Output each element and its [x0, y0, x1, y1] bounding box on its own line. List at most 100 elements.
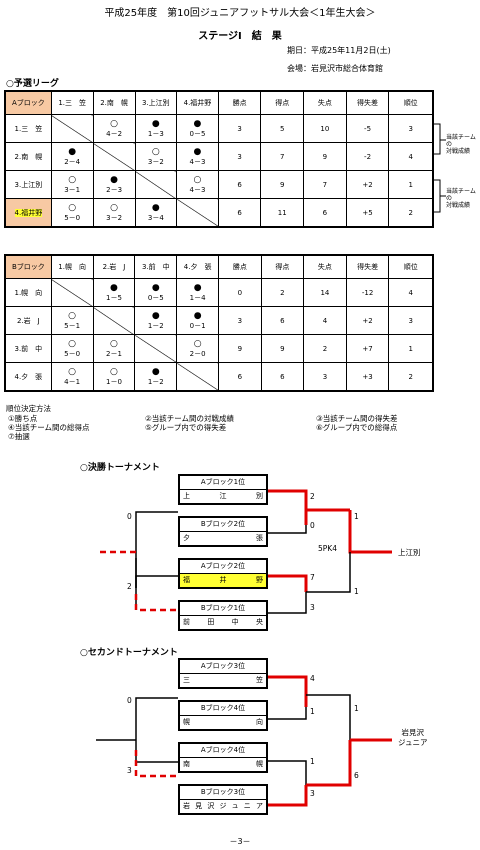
goal-diff-cell: +3 — [345, 362, 390, 392]
match-result-cell: ○4－2 — [92, 114, 136, 143]
goals-against-cell: 7 — [303, 170, 347, 199]
self-match-cell — [134, 170, 178, 199]
column-header: 4.福井野 — [176, 90, 219, 115]
team-cell: 2.南 幌 — [4, 142, 52, 171]
team-cell: 3.前 中 — [4, 334, 52, 363]
self-match-cell — [50, 114, 94, 143]
rule-3: ③当該チーム間の得失差 — [316, 414, 398, 423]
column-header: 3.前 中 — [134, 254, 178, 279]
match-result-cell: ●1－4 — [176, 278, 220, 307]
self-match-cell — [176, 198, 219, 228]
second-box-b3: Bブロック3位 岩見沢ジュニア — [178, 784, 268, 815]
column-header: 1.幌 向 — [50, 254, 94, 279]
goal-diff-cell: -12 — [345, 278, 390, 307]
goals-against-cell: 9 — [303, 142, 347, 171]
match-result-cell: ○3－2 — [134, 142, 178, 171]
event-date: 期日：平成25年11月2日(土) — [287, 46, 391, 55]
match-result-cell: ○5－0 — [50, 334, 94, 363]
rank-cell: 1 — [388, 334, 434, 363]
self-match-cell — [92, 306, 136, 335]
column-header: 得失差 — [345, 90, 390, 115]
team-name: 幌向 — [183, 718, 263, 726]
box-label: Aブロック1位 — [180, 476, 266, 490]
match-result-cell: ●2－3 — [92, 170, 136, 199]
final-bracket-lines — [96, 489, 392, 614]
page-subtitle: ステージⅠ 結 果 — [198, 31, 282, 42]
goals-against-cell: 3 — [303, 362, 347, 392]
final-box-a1: Aブロック1位 上江別 — [178, 474, 268, 505]
note-brackets — [434, 123, 446, 213]
block-header: Aブロック — [4, 90, 52, 115]
final-box-a2: Aブロック2位 福井野 — [178, 558, 268, 589]
team-cell: 2.岩 J — [4, 306, 52, 335]
rank-cell: 1 — [388, 170, 434, 199]
score: 0 — [127, 696, 132, 705]
score: 2 — [310, 492, 315, 501]
rule-6: ⑥グループ内での総得点 — [316, 423, 398, 432]
final-box-b2: Bブロック2位 夕張 — [178, 516, 268, 547]
match-result-cell: ○2－1 — [92, 334, 136, 363]
rule-4: ④当該チーム間の総得点 — [8, 423, 90, 432]
second-bracket-lines — [96, 675, 392, 807]
match-result-cell: ○1－0 — [92, 362, 136, 392]
match-result-cell: ●1－2 — [134, 306, 178, 335]
column-header: 勝点 — [217, 90, 262, 115]
team-cell: 1.幌 向 — [4, 278, 52, 307]
goals-for-cell: 6 — [260, 306, 305, 335]
score: 3 — [310, 789, 315, 798]
match-result-cell: ○2－0 — [176, 334, 220, 363]
box-label: Aブロック3位 — [180, 660, 266, 674]
goals-for-cell: 9 — [260, 334, 305, 363]
rank-cell: 3 — [388, 114, 434, 143]
final-box-b1: Bブロック1位 前田中央 — [178, 600, 268, 631]
score: 6 — [354, 771, 359, 780]
rank-cell: 4 — [388, 278, 434, 307]
box-label: Bブロック4位 — [180, 702, 266, 716]
match-result-cell: ●4－3 — [176, 142, 219, 171]
score: 1 — [354, 704, 359, 713]
goals-for-cell: 6 — [260, 362, 305, 392]
box-label: Bブロック3位 — [180, 786, 266, 800]
rank-cell: 2 — [388, 362, 434, 392]
goals-for-cell: 11 — [260, 198, 305, 228]
second-box-a3: Aブロック3位 三笠 — [178, 658, 268, 689]
team-name: 岩見沢ジュニア — [183, 802, 263, 810]
rule-5: ⑤グループ内での得失差 — [145, 423, 227, 432]
page-number: －3－ — [229, 837, 251, 846]
score: 0 — [127, 512, 132, 521]
column-header: 1.三 笠 — [50, 90, 94, 115]
score: 3 — [310, 603, 315, 612]
match-result-cell: ●3－4 — [134, 198, 178, 228]
self-match-cell — [50, 278, 94, 307]
team-name: 福井野 — [180, 574, 266, 587]
column-header: 失点 — [303, 90, 347, 115]
final-winner: 上江別 — [398, 548, 421, 557]
prelim-heading: ○予選リーグ — [6, 79, 59, 89]
column-header: 4.夕 張 — [176, 254, 220, 279]
team-cell: 4.夕 張 — [4, 362, 52, 392]
box-label: Bブロック2位 — [180, 518, 266, 532]
page-title: 平成25年度 第10回ジュニアフットサル大会＜1年生大会＞ — [104, 8, 376, 19]
match-result-cell: ○5－1 — [50, 306, 94, 335]
note-a2: 当該チーム の 対戦成績 — [446, 188, 476, 209]
column-header: 勝点 — [218, 254, 262, 279]
score: 1 — [354, 587, 359, 596]
team-cell: 1.三 笠 — [4, 114, 52, 143]
score: 1 — [310, 707, 315, 716]
second-box-b4: Bブロック4位 幌向 — [178, 700, 268, 731]
points-cell: 6 — [218, 362, 262, 392]
rank-cell: 3 — [388, 306, 434, 335]
box-label: Bブロック1位 — [180, 602, 266, 616]
match-result-cell: ●2－4 — [50, 142, 94, 171]
goals-for-cell: 2 — [260, 278, 305, 307]
score: 4 — [310, 674, 315, 683]
score: 7 — [310, 573, 315, 582]
match-result-cell: ○3－1 — [50, 170, 94, 199]
